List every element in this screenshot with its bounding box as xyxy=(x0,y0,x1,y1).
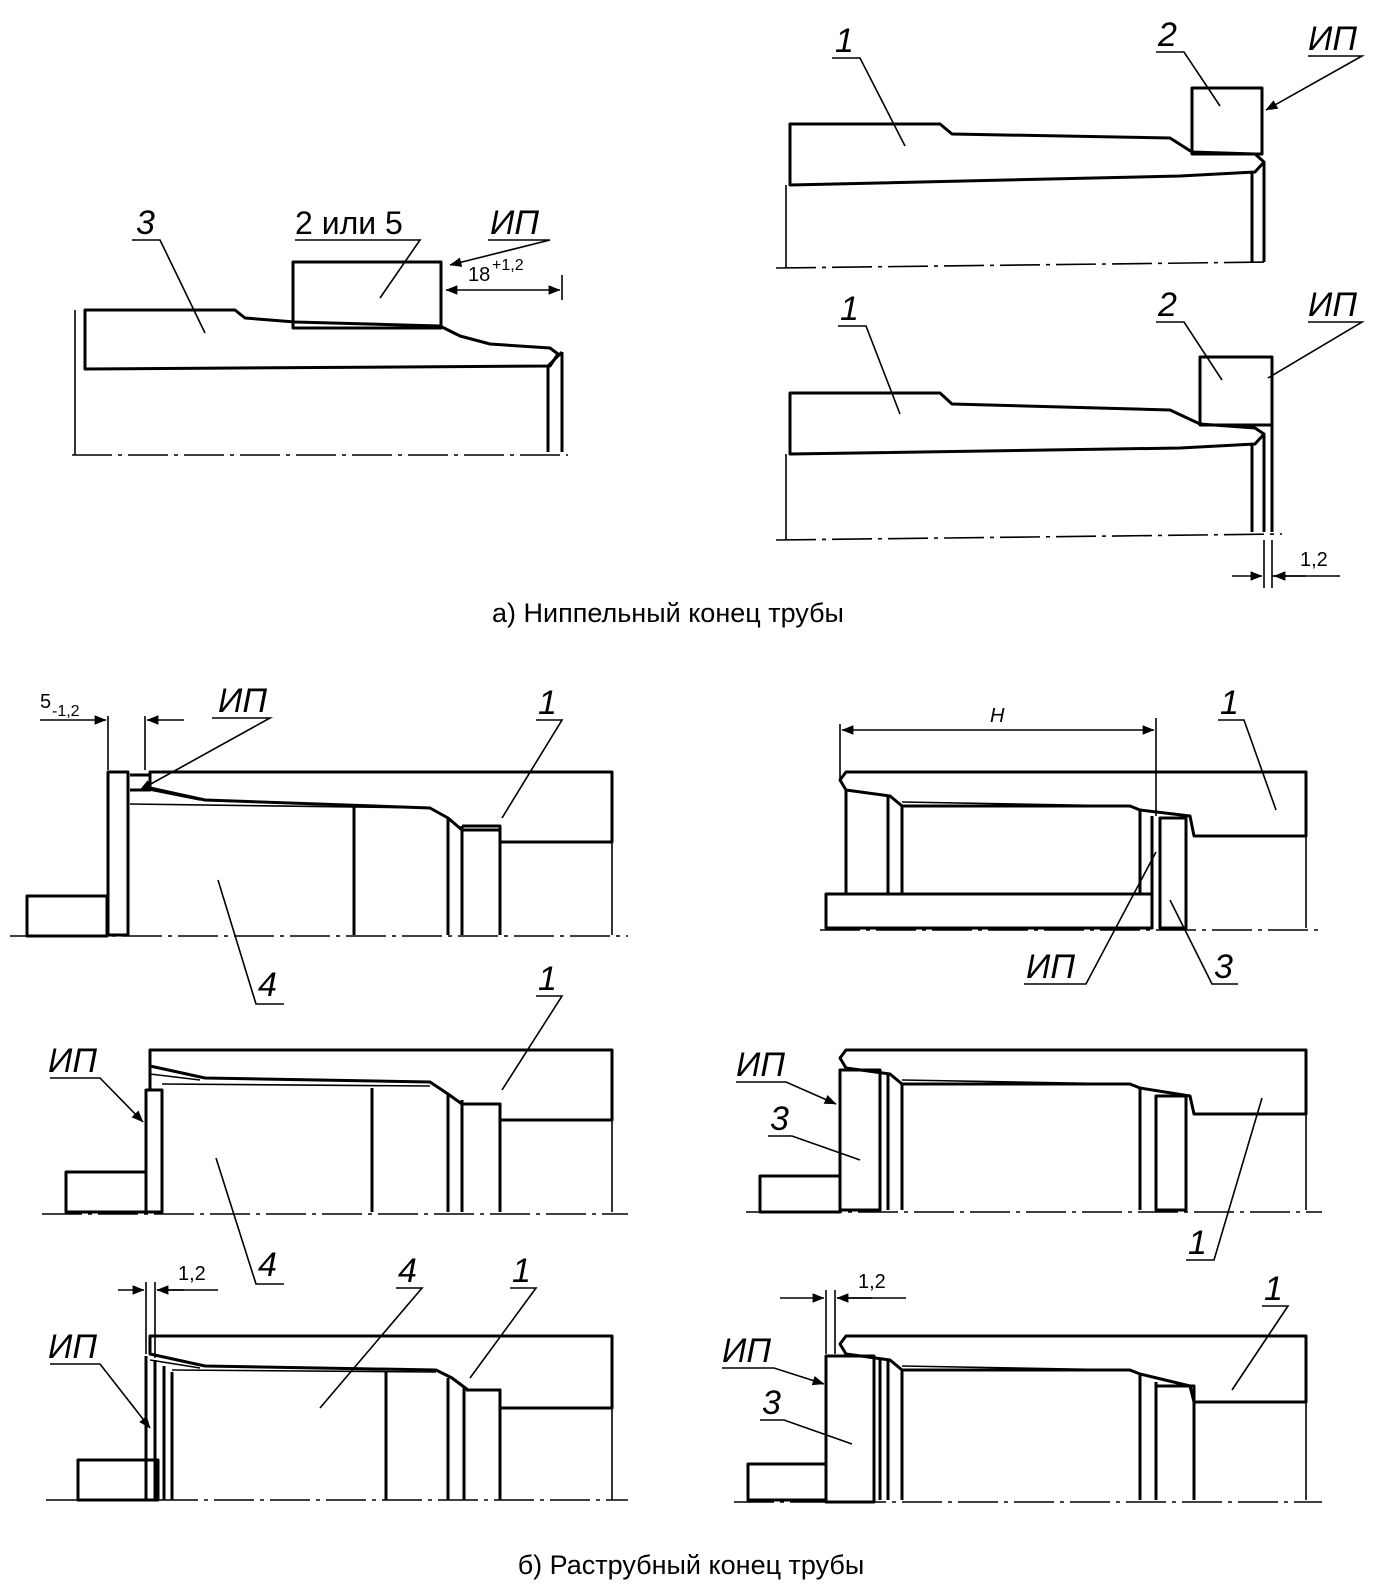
socket-view-left-1: 5 -1,2 ИП 1 4 xyxy=(10,682,628,1005)
label-ip: ИП xyxy=(48,1042,97,1080)
label-3: 3 xyxy=(762,1384,781,1422)
label-2: 2 xyxy=(1157,286,1177,324)
socket-view-left-3: 1,2 ИП 4 1 xyxy=(46,1252,628,1502)
label-ip: ИП xyxy=(722,1332,771,1370)
label-1: 1 xyxy=(1220,684,1239,722)
socket-view-left-2: ИП 1 4 xyxy=(42,960,628,1285)
dim-5-tolerance: -1,2 xyxy=(52,703,80,720)
label-1: 1 xyxy=(538,960,557,998)
caption-socket-end: б) Раструбный конец трубы xyxy=(518,1550,865,1580)
label-1: 1 xyxy=(512,1252,531,1290)
label-1: 1 xyxy=(835,22,854,60)
dim-1-2: 1,2 xyxy=(178,1263,206,1285)
label-4: 4 xyxy=(258,1246,277,1284)
label-3: 3 xyxy=(1214,948,1233,986)
label-ip: ИП xyxy=(1308,20,1357,58)
dim-18-tolerance: +1,2 xyxy=(492,257,524,274)
nipple-view-left: 18 +1,2 3 2 или 5 ИП xyxy=(72,204,568,456)
label-1: 1 xyxy=(538,684,557,722)
label-ip: ИП xyxy=(736,1046,785,1084)
label-2-or-5: 2 или 5 xyxy=(295,205,403,241)
label-1: 1 xyxy=(1188,1224,1207,1262)
nipple-view-right-top: 1 2 ИП xyxy=(775,16,1366,269)
label-ip: ИП xyxy=(48,1328,97,1366)
socket-view-right-2: ИП 3 1 xyxy=(736,1046,1322,1262)
label-ip: ИП xyxy=(1026,948,1075,986)
label-3: 3 xyxy=(136,204,155,242)
dim-5-base: 5 xyxy=(40,691,51,713)
dim-18-base: 18 xyxy=(468,264,490,286)
label-4: 4 xyxy=(258,966,277,1004)
socket-view-right-3: 1,2 ИП 3 1 xyxy=(722,1270,1322,1504)
socket-view-right-1: H 1 ИП 3 xyxy=(820,684,1322,986)
caption-nipple-end: а) Ниппельный конец трубы xyxy=(492,598,844,628)
dim-1-2: 1,2 xyxy=(1300,549,1328,571)
label-ip: ИП xyxy=(218,682,267,720)
dim-h: H xyxy=(990,705,1005,727)
nipple-view-right-bottom: 1 2 ИП 1,2 xyxy=(775,286,1365,588)
label-ip: ИП xyxy=(490,204,539,242)
label-1: 1 xyxy=(1264,1270,1283,1308)
label-3: 3 xyxy=(770,1100,789,1138)
label-2: 2 xyxy=(1157,16,1177,54)
label-1: 1 xyxy=(840,290,859,328)
dim-1-2: 1,2 xyxy=(858,1271,886,1293)
label-ip: ИП xyxy=(1308,286,1357,324)
label-4: 4 xyxy=(398,1252,417,1290)
